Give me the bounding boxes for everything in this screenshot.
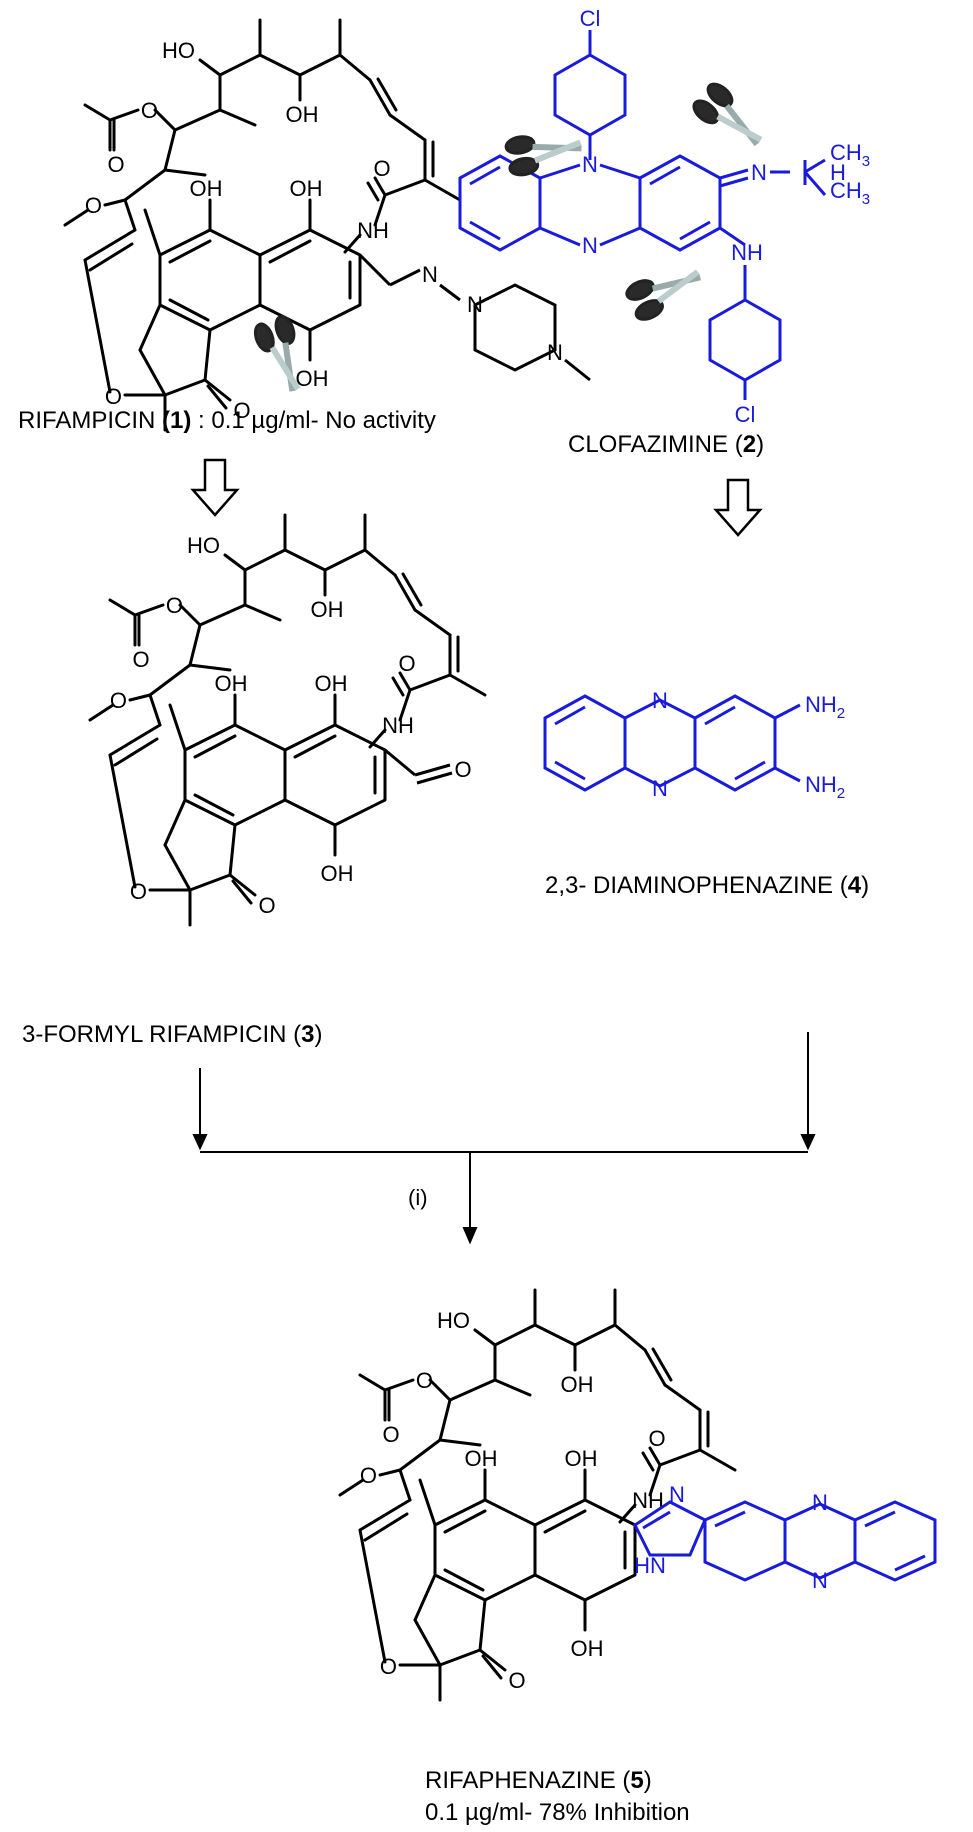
svg-text:N: N (812, 1568, 828, 1593)
rifaphenazine-structure: N HN N N (338, 1288, 937, 1702)
clofazimine-caption: CLOFAZIMINE (2) (568, 431, 764, 458)
svg-text:NH2: NH2 (805, 772, 845, 802)
scissors-icon (505, 127, 584, 177)
formyl-rifampicin-structure: O (88, 513, 487, 927)
svg-text:N: N (547, 340, 563, 365)
svg-text:N: N (669, 1482, 685, 1507)
formyl-rifampicin-caption: 3-FORMYL RIFAMPICIN (3) (22, 1021, 323, 1048)
rifampicin-structure: N N N (63, 18, 591, 432)
clofazimine-labels: Cl N N N NH CH3 CH3 H Cl (580, 6, 871, 427)
svg-text:N: N (422, 262, 438, 287)
convergence-arrows (192, 1032, 816, 1245)
svg-text:O: O (454, 757, 471, 782)
svg-text:NH2: NH2 (805, 692, 845, 722)
svg-text:NH: NH (731, 240, 763, 265)
diaminophenazine-caption: 2,3- DIAMINOPHENAZINE (4) (545, 872, 869, 899)
scissors-icon (624, 257, 707, 323)
hollow-down-arrow-icon (714, 478, 762, 537)
svg-text:Cl: Cl (580, 6, 601, 31)
svg-text:N: N (652, 776, 668, 801)
svg-text:N: N (652, 688, 668, 713)
svg-text:N: N (582, 233, 598, 258)
svg-text:N: N (467, 292, 483, 317)
svg-text:N: N (751, 160, 767, 185)
hollow-down-arrow-icon (191, 458, 239, 517)
svg-text:N: N (812, 1490, 828, 1515)
svg-text:N: N (582, 152, 598, 177)
rifaphenazine-caption: RIFAPHENAZINE (5) (425, 1767, 652, 1794)
rifaphenazine-activity: 0.1 µg/ml- 78% Inhibition (425, 1799, 690, 1826)
reaction-condition: (i) (408, 1185, 428, 1210)
diaminophenazine-structure (543, 694, 801, 792)
svg-text:H: H (830, 160, 846, 185)
svg-text:HN: HN (634, 1553, 666, 1578)
svg-text:Cl: Cl (735, 402, 756, 427)
clofazimine-structure (458, 30, 827, 400)
rifampicin-caption: RIFAMPICIN (1) : 0.1 µg/ml- No activity (18, 407, 436, 434)
svg-text:CH3: CH3 (830, 178, 870, 208)
svg-text:CH3: CH3 (830, 140, 870, 170)
diaminophenazine-labels: N N NH2 NH2 (652, 688, 845, 802)
scissors-icon (690, 80, 771, 157)
